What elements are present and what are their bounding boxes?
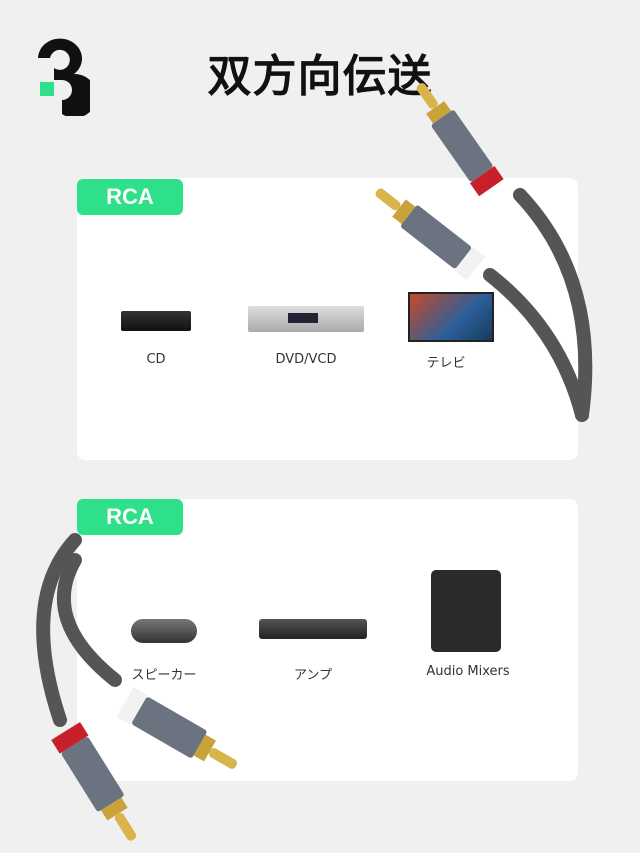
audio-mixer-icon [431,570,501,652]
device-label: アンプ [293,668,333,683]
amplifier-icon [259,619,367,639]
device-label: DVD/VCD [275,352,337,367]
device-label: スピーカー [131,668,197,683]
speaker-icon [131,619,197,643]
device-label: テレビ [426,356,466,371]
cd-player-icon [121,311,191,331]
device-label: CD [146,352,166,367]
rca-badge: RCA [77,179,183,215]
dvd-player-icon [248,306,364,332]
tv-icon [408,292,494,342]
rca-badge: RCA [77,499,183,535]
page-title: 双方向伝送 [207,51,433,102]
device-label: Audio Mixers [426,664,510,679]
brand-logo [38,38,90,116]
